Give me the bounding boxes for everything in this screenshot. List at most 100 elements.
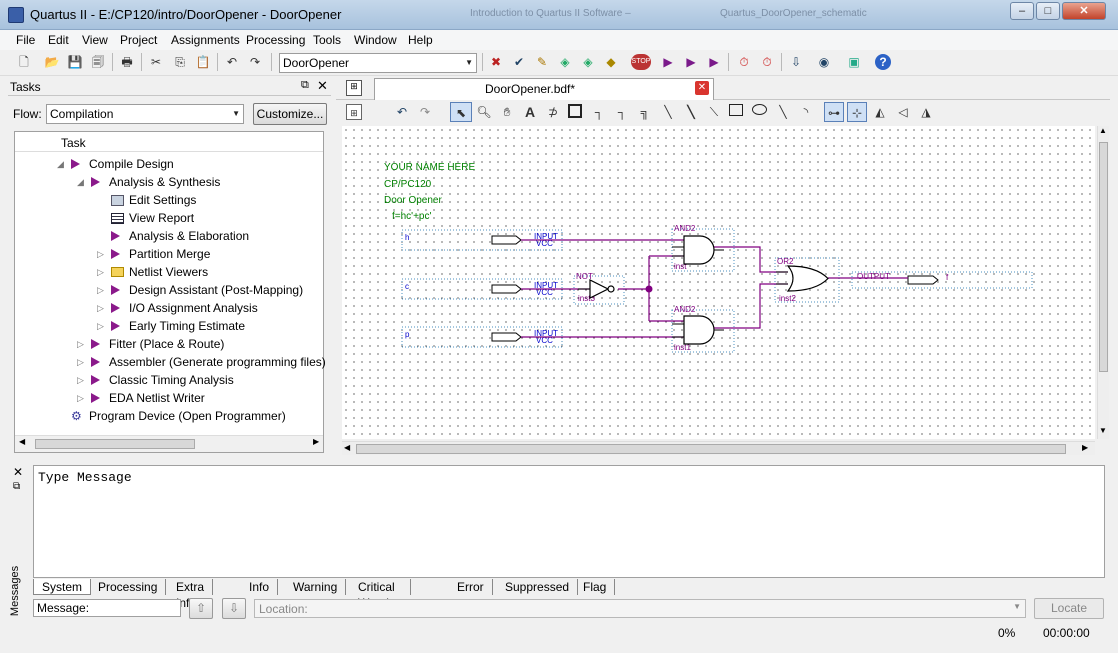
maximize-button[interactable]: □ [1036, 2, 1060, 20]
task-tree-item[interactable]: Edit Settings [15, 191, 321, 209]
copy-icon[interactable]: ⎘ [175, 55, 185, 69]
save-all-icon[interactable]: 🗐 [92, 55, 104, 69]
message-field[interactable]: Message: [33, 599, 181, 617]
task-tree-item[interactable]: ▷I/O Assignment Analysis [15, 299, 321, 317]
ellipse-tool-icon[interactable] [752, 104, 767, 115]
start-timing-icon[interactable]: ▶ [709, 55, 719, 69]
selection-tool-icon[interactable]: ⬉ [450, 102, 472, 122]
diagonal-node-icon[interactable]: ╲ [664, 105, 672, 119]
task-tree-item[interactable]: ◢Analysis & Synthesis [15, 173, 321, 191]
hand-tool-icon[interactable]: ✋︎ [503, 105, 511, 119]
expand-icon[interactable]: ▷ [77, 357, 84, 367]
flow-combo[interactable]: Compilation ▼ [46, 104, 244, 124]
menu-assignments[interactable]: Assignments [171, 33, 240, 47]
help-icon[interactable]: ? [875, 54, 891, 70]
scroll-thumb[interactable] [35, 439, 195, 449]
timing-analyzer-icon[interactable]: ⏱ [739, 55, 749, 69]
menu-window[interactable]: Window [354, 33, 397, 47]
task-tree-item[interactable]: ▷Design Assistant (Post-Mapping) [15, 281, 321, 299]
canvas-horizontal-scrollbar[interactable]: ◀ ▶ [342, 441, 1095, 455]
tab-system[interactable]: System [33, 579, 92, 595]
diagonal-bus-icon[interactable]: ╲ [687, 105, 695, 119]
programmer-icon[interactable]: ⇩ [790, 55, 802, 69]
expand-icon[interactable]: ▷ [97, 321, 104, 331]
float-icon[interactable]: ⧉ [13, 481, 21, 492]
expand-icon[interactable]: ▷ [77, 393, 84, 403]
close-icon[interactable]: ✕ [317, 78, 328, 93]
redo-icon[interactable]: ↷ [419, 105, 431, 119]
expand-icon[interactable]: ▷ [97, 249, 104, 259]
expand-icon[interactable]: ▷ [97, 303, 104, 313]
stop-icon[interactable]: STOP [631, 54, 651, 70]
collapse-icon[interactable]: ◢ [77, 177, 84, 187]
task-tree-item[interactable]: ▷Netlist Viewers [15, 263, 321, 281]
line-tool-icon[interactable]: ╲ [779, 105, 787, 119]
menu-help[interactable]: Help [408, 33, 433, 47]
collapse-icon[interactable]: ◢ [57, 159, 64, 169]
orthogonal-conduit-icon[interactable]: ╗ [640, 105, 650, 119]
save-icon[interactable]: 💾 [67, 55, 83, 69]
task-tree-item[interactable]: ▷Early Timing Estimate [15, 317, 321, 335]
location-combo[interactable]: Location: ▼ [254, 599, 1026, 618]
close-button[interactable]: ✕ [1062, 2, 1106, 20]
tab-critical-warning[interactable]: Critical Warning [350, 579, 412, 610]
messages-list[interactable]: Type Message [33, 465, 1105, 578]
menu-project[interactable]: Project [120, 33, 158, 47]
pin-planner-icon[interactable]: ✖ [490, 55, 502, 69]
flip-horizontal-icon[interactable]: ◭ [875, 105, 885, 119]
menu-edit[interactable]: Edit [48, 33, 69, 47]
tab-suppressed[interactable]: Suppressed [497, 579, 579, 595]
zoom-tool-icon[interactable]: 🔍︎ [476, 105, 492, 119]
signaltap-icon[interactable]: ▣ [848, 55, 860, 69]
menu-processing[interactable]: Processing [246, 33, 306, 47]
diagonal-conduit-icon[interactable]: ⟍ [709, 105, 719, 119]
task-tree-item[interactable]: ▷Assembler (Generate programming files) [15, 353, 326, 371]
analyze-icon[interactable]: ◆ [606, 55, 616, 69]
expand-icon[interactable]: ▷ [77, 375, 84, 385]
settings-icon[interactable]: ✎ [536, 55, 548, 69]
scroll-thumb[interactable] [356, 444, 1066, 454]
rubberbanding-icon[interactable]: ⊶ [824, 102, 844, 122]
rectangle-tool-icon[interactable] [729, 104, 743, 116]
redo-icon[interactable]: ↷ [249, 55, 261, 69]
block-tool-icon[interactable] [568, 104, 582, 118]
previous-message-button[interactable]: ⇧ [189, 598, 213, 619]
print-icon[interactable]: 🖶 [121, 55, 133, 69]
task-tree-item[interactable]: ▷Classic Timing Analysis [15, 371, 321, 389]
tab-extra-info[interactable]: Extra Info [168, 579, 214, 610]
orthogonal-bus-icon[interactable]: ┐ [617, 105, 627, 119]
expand-icon[interactable]: ▷ [97, 267, 104, 277]
orthogonal-node-icon[interactable]: ┐ [594, 105, 604, 119]
symbol-tool-icon[interactable]: ⊅ [547, 105, 559, 119]
tab-flag[interactable]: Flag [575, 579, 616, 595]
menu-file[interactable]: File [16, 33, 36, 47]
scroll-right-icon[interactable]: ▶ [1082, 443, 1089, 452]
tab-error[interactable]: Error [449, 579, 493, 595]
rotate-icon[interactable]: ◮ [921, 105, 931, 119]
assignment-editor-icon[interactable]: ✔ [513, 55, 525, 69]
schematic-canvas[interactable]: YOUR NAME HERE CP/PC120 Door Opener f=hc… [342, 126, 1095, 439]
undo-icon[interactable]: ↶ [226, 55, 238, 69]
expand-icon[interactable]: ▷ [97, 285, 104, 295]
bdf-window-icon[interactable]: ⊞ [346, 104, 362, 120]
cut-icon[interactable]: ✂ [150, 55, 162, 69]
paste-icon[interactable]: 📋 [195, 55, 211, 69]
task-tree-item[interactable]: ▷Partition Merge [15, 245, 321, 263]
locate-button[interactable]: Locate [1034, 598, 1104, 619]
task-tree-item[interactable]: View Report [15, 209, 321, 227]
task-tree-item[interactable]: Analysis & Elaboration [15, 227, 321, 245]
start-compilation-icon[interactable]: ▶ [663, 55, 673, 69]
compile-check-icon[interactable]: ◈ [583, 55, 593, 69]
start-analysis-icon[interactable]: ▶ [686, 55, 696, 69]
close-tab-icon[interactable]: ✕ [695, 81, 709, 95]
task-tree-item[interactable]: ▷Fitter (Place & Route) [15, 335, 321, 353]
expand-icon[interactable]: ▷ [77, 339, 84, 349]
scroll-down-icon[interactable]: ▼ [1099, 426, 1107, 435]
scroll-up-icon[interactable]: ▲ [1099, 126, 1107, 135]
power-analyzer-icon[interactable]: ⏱ [762, 55, 772, 69]
tab-processing[interactable]: Processing [90, 579, 167, 595]
next-message-button[interactable]: ⇩ [222, 598, 246, 619]
tab-info[interactable]: Info [241, 579, 279, 595]
scroll-right-icon[interactable]: ▶ [313, 437, 320, 446]
menu-view[interactable]: View [82, 33, 108, 47]
